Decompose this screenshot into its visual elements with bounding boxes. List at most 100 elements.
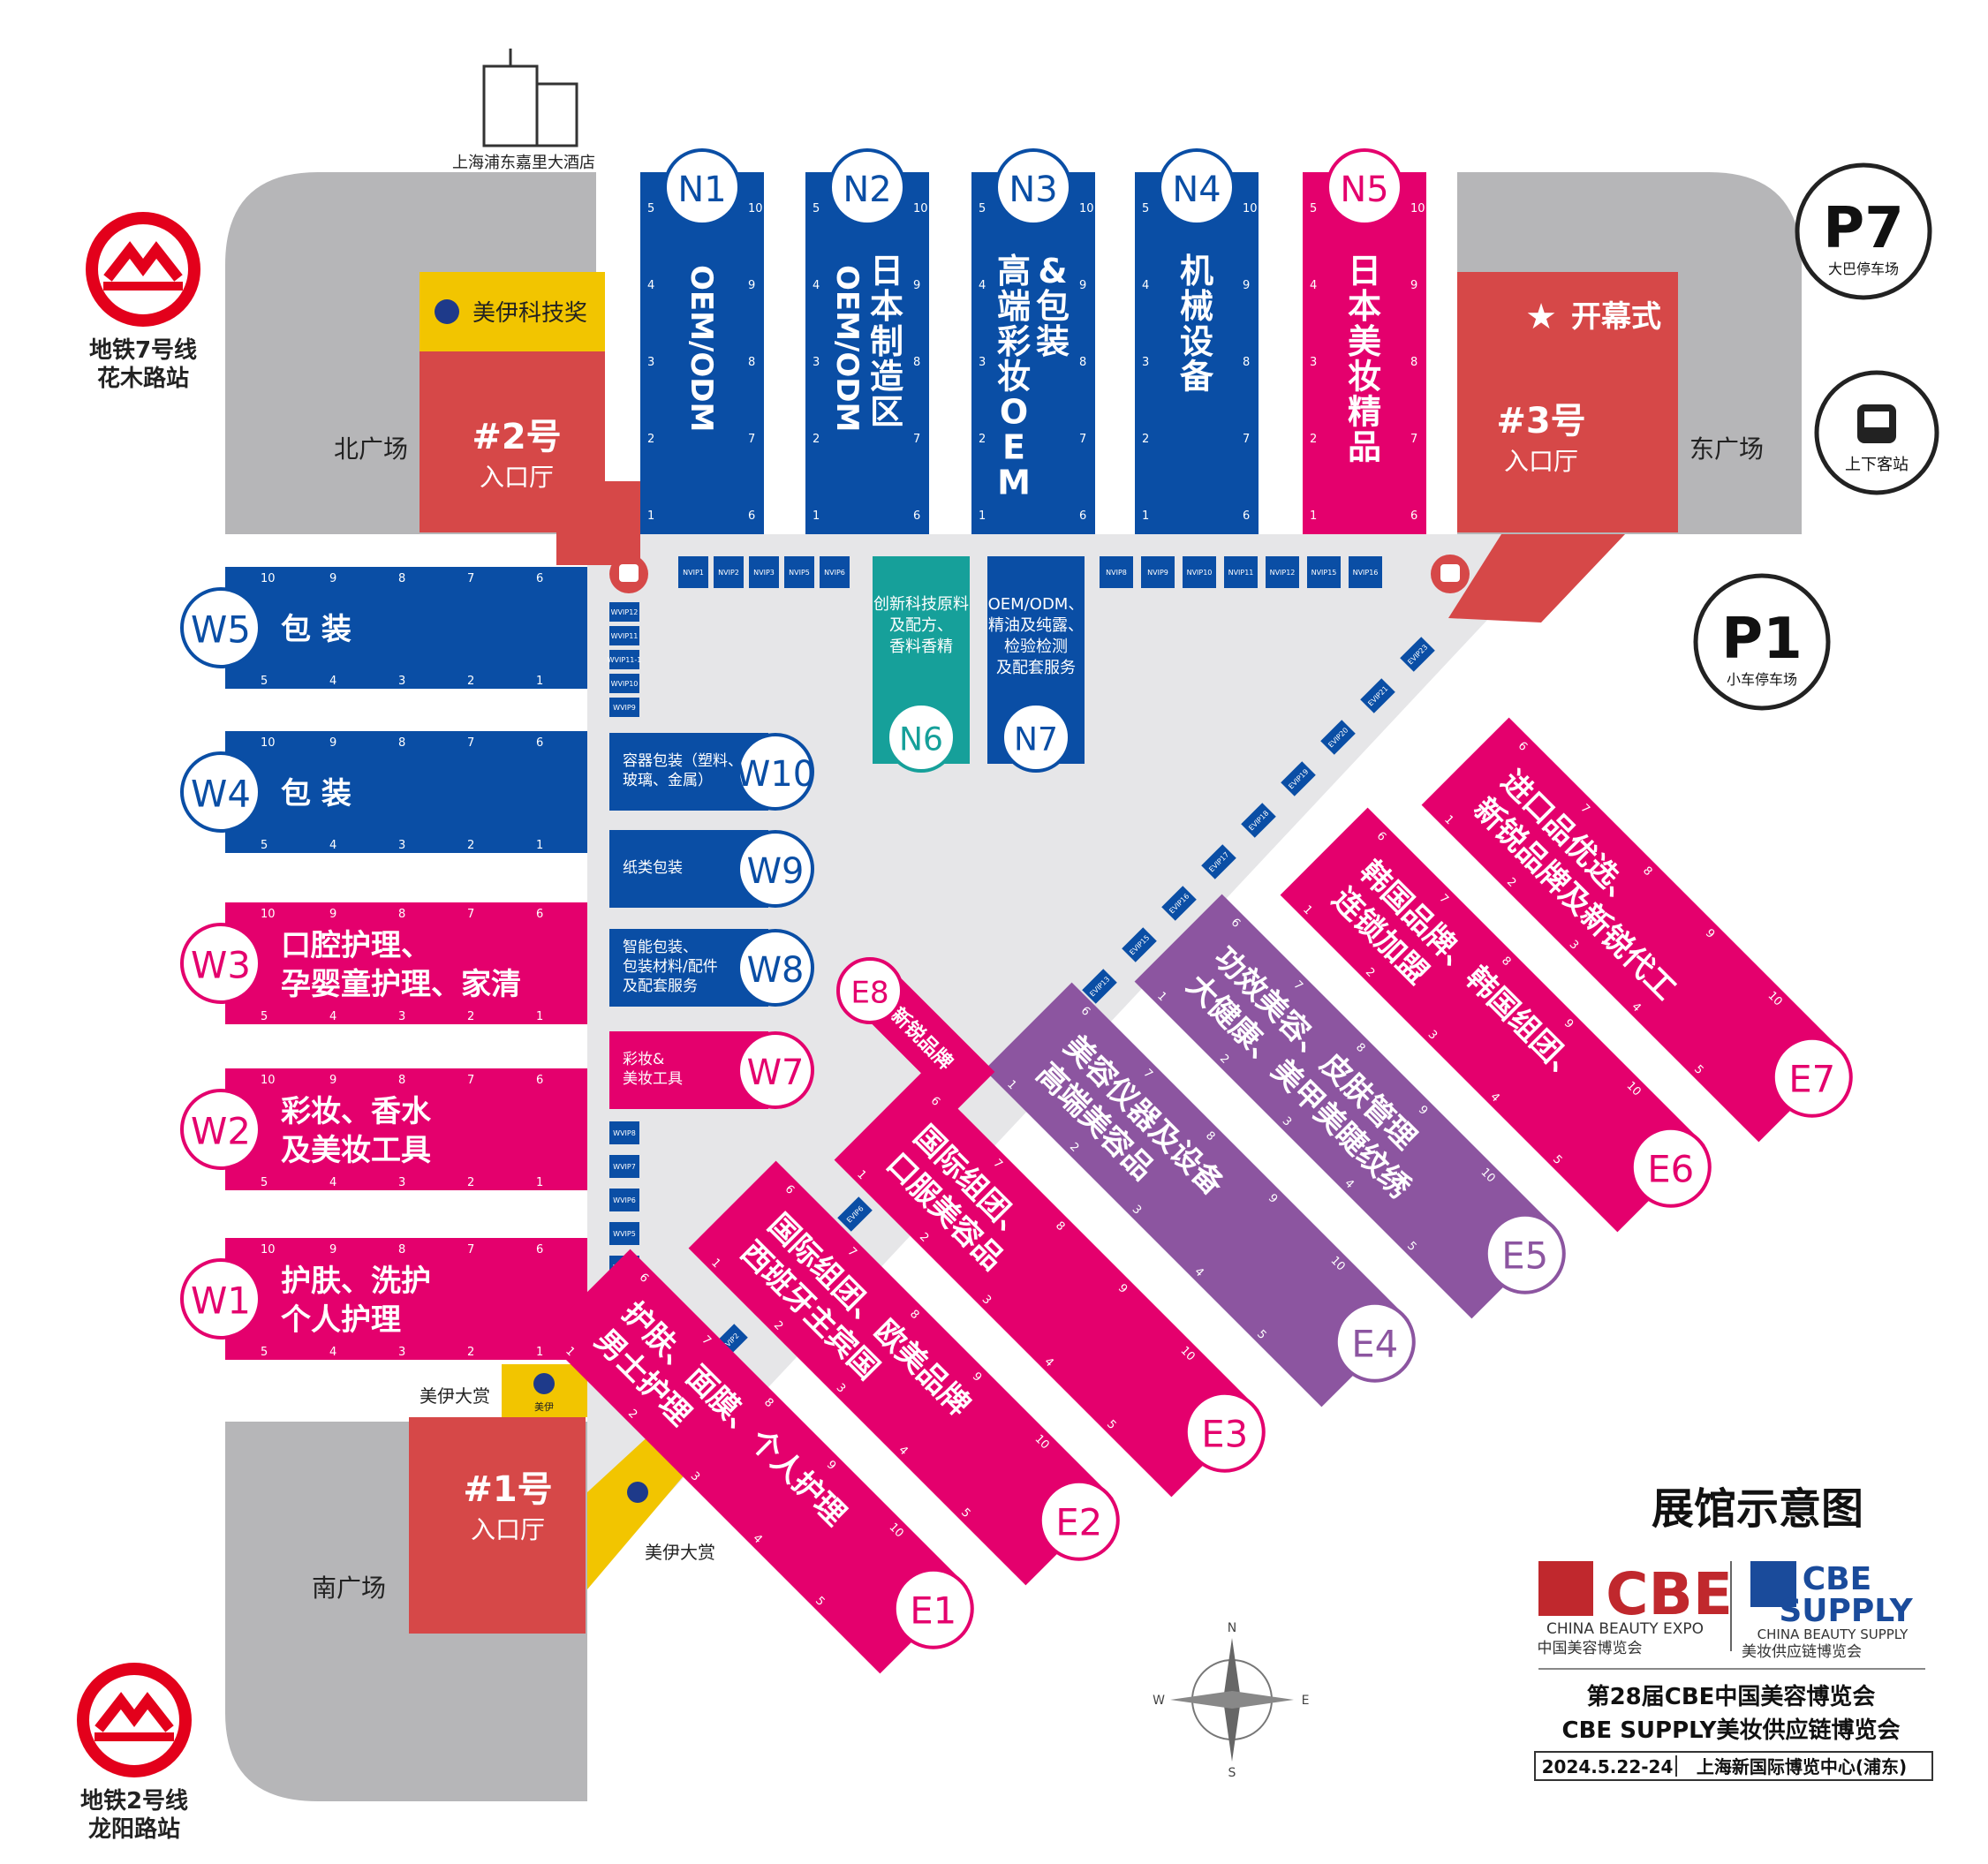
bus-stop-icon[interactable] — [609, 555, 648, 593]
hall-badge-w5[interactable]: W5 — [180, 587, 261, 668]
badge-circle — [180, 923, 261, 1004]
vip-room[interactable]: WVIP7 — [609, 1155, 639, 1178]
hall-badge-e8[interactable]: E8 — [836, 957, 903, 1024]
vip-room[interactable]: WVIP10 — [609, 674, 639, 693]
badge-circle — [836, 957, 903, 1024]
hall-w10[interactable]: 容器包装（塑料、玻璃、金属）W10 — [609, 733, 815, 811]
hall-badge-e4[interactable]: E4 — [1334, 1301, 1416, 1383]
hall-badge-w7[interactable]: W7 — [737, 1031, 814, 1109]
parking-circle — [1693, 573, 1831, 711]
vip-block — [609, 1222, 639, 1245]
hall-badge-w9[interactable]: W9 — [737, 830, 814, 908]
vip-block — [1349, 556, 1382, 588]
vip-block — [1360, 678, 1395, 713]
hall-badge-n6[interactable]: N6 — [886, 702, 956, 773]
booth-number: 6 — [1410, 509, 1417, 523]
vip-room[interactable]: WVIP11-1 — [608, 650, 642, 669]
hall-block — [834, 1072, 1259, 1498]
hall-badge-w1[interactable]: W1 — [180, 1258, 261, 1340]
vip-room[interactable]: NVIP16 — [1349, 556, 1382, 588]
vip-room[interactable]: WVIP9 — [609, 698, 639, 717]
hall-name-line: 美妆工具 — [623, 1070, 683, 1088]
vip-block — [837, 1196, 873, 1232]
hall-badge-w8[interactable]: W8 — [737, 929, 814, 1007]
parking-label: 小车停车场 — [1727, 671, 1797, 688]
hall-badge-e5[interactable]: E5 — [1484, 1212, 1566, 1294]
hall-badge-n7[interactable]: N7 — [1001, 702, 1071, 773]
metro-line-7[interactable] — [86, 212, 200, 327]
vip-room[interactable]: WVIP12 — [609, 602, 639, 622]
hall-name-line: &包装 — [1036, 252, 1070, 361]
hall-badge-e7[interactable]: E7 — [1771, 1036, 1853, 1118]
vip-room[interactable]: NVIP3 — [749, 556, 779, 588]
vip-room[interactable]: NVIP8 — [1100, 556, 1133, 588]
hall-badge-n5[interactable]: N5 — [1326, 148, 1403, 226]
compass-ew — [1170, 1691, 1294, 1709]
vip-room[interactable]: NVIP5 — [784, 556, 814, 588]
hall-badge-e1[interactable]: E1 — [892, 1567, 974, 1649]
hall-name-line: 孕婴童护理、家清 — [281, 967, 521, 1002]
vip-room[interactable]: WVIP11 — [609, 626, 639, 645]
bus-stop-icon[interactable] — [1431, 555, 1470, 593]
grand-award-label-2: 美伊大赏 — [645, 1542, 715, 1563]
bus-station-marker[interactable]: 上下客站 — [1814, 370, 1939, 495]
hall-badge-n4[interactable]: N4 — [1158, 148, 1236, 226]
booth-number: 9 — [329, 736, 336, 750]
booth-number: 9 — [913, 279, 920, 292]
hall-badge-n2[interactable]: N2 — [828, 148, 906, 226]
hall-badge-w10[interactable]: W10 — [736, 733, 815, 811]
vip-room[interactable]: WVIP6 — [609, 1189, 639, 1211]
metro-line-2[interactable] — [77, 1663, 192, 1777]
booth-number: 5 — [261, 1010, 268, 1023]
booth-number: 6 — [1243, 509, 1250, 523]
hall-badge-n3[interactable]: N3 — [994, 148, 1072, 226]
supply-en: CHINA BEAUTY SUPPLY — [1757, 1626, 1909, 1642]
badge-circle — [663, 148, 741, 226]
opening-ceremony-label: 开幕式 — [1571, 299, 1661, 335]
booth-number: 4 — [329, 675, 336, 688]
hall-badge-w3[interactable]: W3 — [180, 923, 261, 1004]
vip-room[interactable]: EVIP17 — [1201, 844, 1236, 879]
vip-room[interactable]: EVIP6 — [837, 1196, 873, 1232]
vip-room[interactable]: NVIP11 — [1224, 556, 1258, 588]
vip-room[interactable]: NVIP10 — [1183, 556, 1216, 588]
vip-room[interactable]: NVIP12 — [1266, 556, 1299, 588]
vip-room[interactable]: WVIP8 — [609, 1121, 639, 1144]
vip-room[interactable]: WVIP5 — [609, 1222, 639, 1245]
vip-room[interactable]: NVIP9 — [1141, 556, 1175, 588]
vip-room[interactable]: NVIP2 — [714, 556, 744, 588]
hall-badge-w4[interactable]: W4 — [180, 751, 261, 833]
hall-badge-e6[interactable]: E6 — [1629, 1126, 1712, 1208]
booth-number: 9 — [329, 572, 336, 585]
hall-id-e4: E4 — [1351, 1322, 1398, 1365]
hall-badge-w2[interactable]: W2 — [180, 1089, 261, 1170]
hall-badge-e2[interactable]: E2 — [1038, 1479, 1120, 1561]
hall-badge-e3[interactable]: E3 — [1183, 1391, 1266, 1473]
vip-room[interactable]: NVIP6 — [820, 556, 850, 588]
vip-room[interactable]: NVIP1 — [678, 556, 708, 588]
metro-bar — [103, 282, 183, 291]
hall-badge-n1[interactable]: N1 — [663, 148, 741, 226]
vip-room[interactable]: NVIP15 — [1307, 556, 1341, 588]
booth-number: 6 — [536, 736, 543, 750]
